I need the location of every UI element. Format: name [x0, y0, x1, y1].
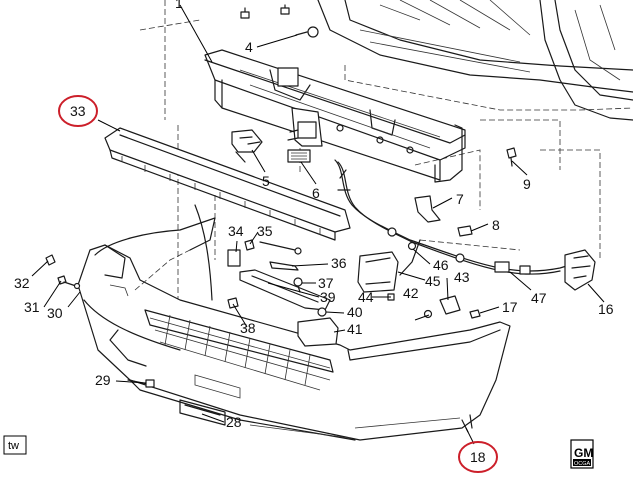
- callout-34: 34: [228, 223, 244, 239]
- callout-labels: 1 4 5 6 7 8 9 16 17 28 29 30 31 32 34 35…: [14, 0, 614, 430]
- gm-logo: GM OCGA: [570, 439, 594, 469]
- callout-41: 41: [347, 321, 363, 337]
- callout-38: 38: [240, 320, 256, 336]
- callout-7: 7: [456, 191, 464, 207]
- callout-18-highlight-ring: [458, 441, 498, 473]
- callout-28: 28: [226, 414, 242, 430]
- callout-46: 46: [433, 257, 449, 273]
- callout-17: 17: [502, 299, 518, 315]
- callout-32: 32: [14, 275, 30, 291]
- highlighted-callouts: 33 18: [58, 95, 498, 473]
- corner-badge: tw: [3, 435, 27, 455]
- callout-8: 8: [492, 217, 500, 233]
- callout-39: 39: [320, 289, 336, 305]
- callout-40: 40: [347, 304, 363, 320]
- callout-43: 43: [454, 269, 470, 285]
- small-fasteners-top: [240, 4, 517, 237]
- fascia-inner-parts: [227, 239, 481, 347]
- hitch-receiver: [287, 107, 323, 147]
- callout-42: 42: [403, 285, 419, 301]
- callout-35: 35: [257, 223, 273, 239]
- callout-1: 1: [175, 0, 183, 11]
- callout-37: 37: [318, 275, 334, 291]
- part-6-plug: [287, 149, 311, 163]
- callout-6: 6: [312, 185, 320, 201]
- callout-30: 30: [47, 305, 63, 321]
- callout-47: 47: [531, 290, 547, 306]
- gm-logo-text: GM: [574, 446, 593, 460]
- callout-16: 16: [598, 301, 614, 317]
- gm-logo-subtext: OCGA: [574, 461, 591, 467]
- callout-9: 9: [523, 176, 531, 192]
- wiring-harness: [334, 159, 596, 291]
- vehicle-underbody: [317, 0, 633, 121]
- callout-31: 31: [24, 299, 40, 315]
- callout-33-highlight-ring: [58, 95, 98, 127]
- part-5-sensor: [231, 129, 263, 163]
- callout-33: 33: [70, 103, 86, 119]
- upper-step-pad: [104, 127, 351, 241]
- callout-5: 5: [262, 173, 270, 189]
- rear-impact-bar: [204, 49, 466, 183]
- callout-18: 18: [470, 449, 486, 465]
- callout-4: 4: [245, 39, 253, 55]
- leader-lines: [31, 4, 605, 445]
- rear-bumper-fascia: [77, 204, 511, 441]
- callout-29: 29: [95, 372, 111, 388]
- part-7-bracket: [414, 195, 441, 223]
- callout-45: 45: [425, 273, 441, 289]
- corner-badge-text: tw: [8, 440, 19, 452]
- callout-44: 44: [358, 289, 374, 305]
- callout-36: 36: [331, 255, 347, 271]
